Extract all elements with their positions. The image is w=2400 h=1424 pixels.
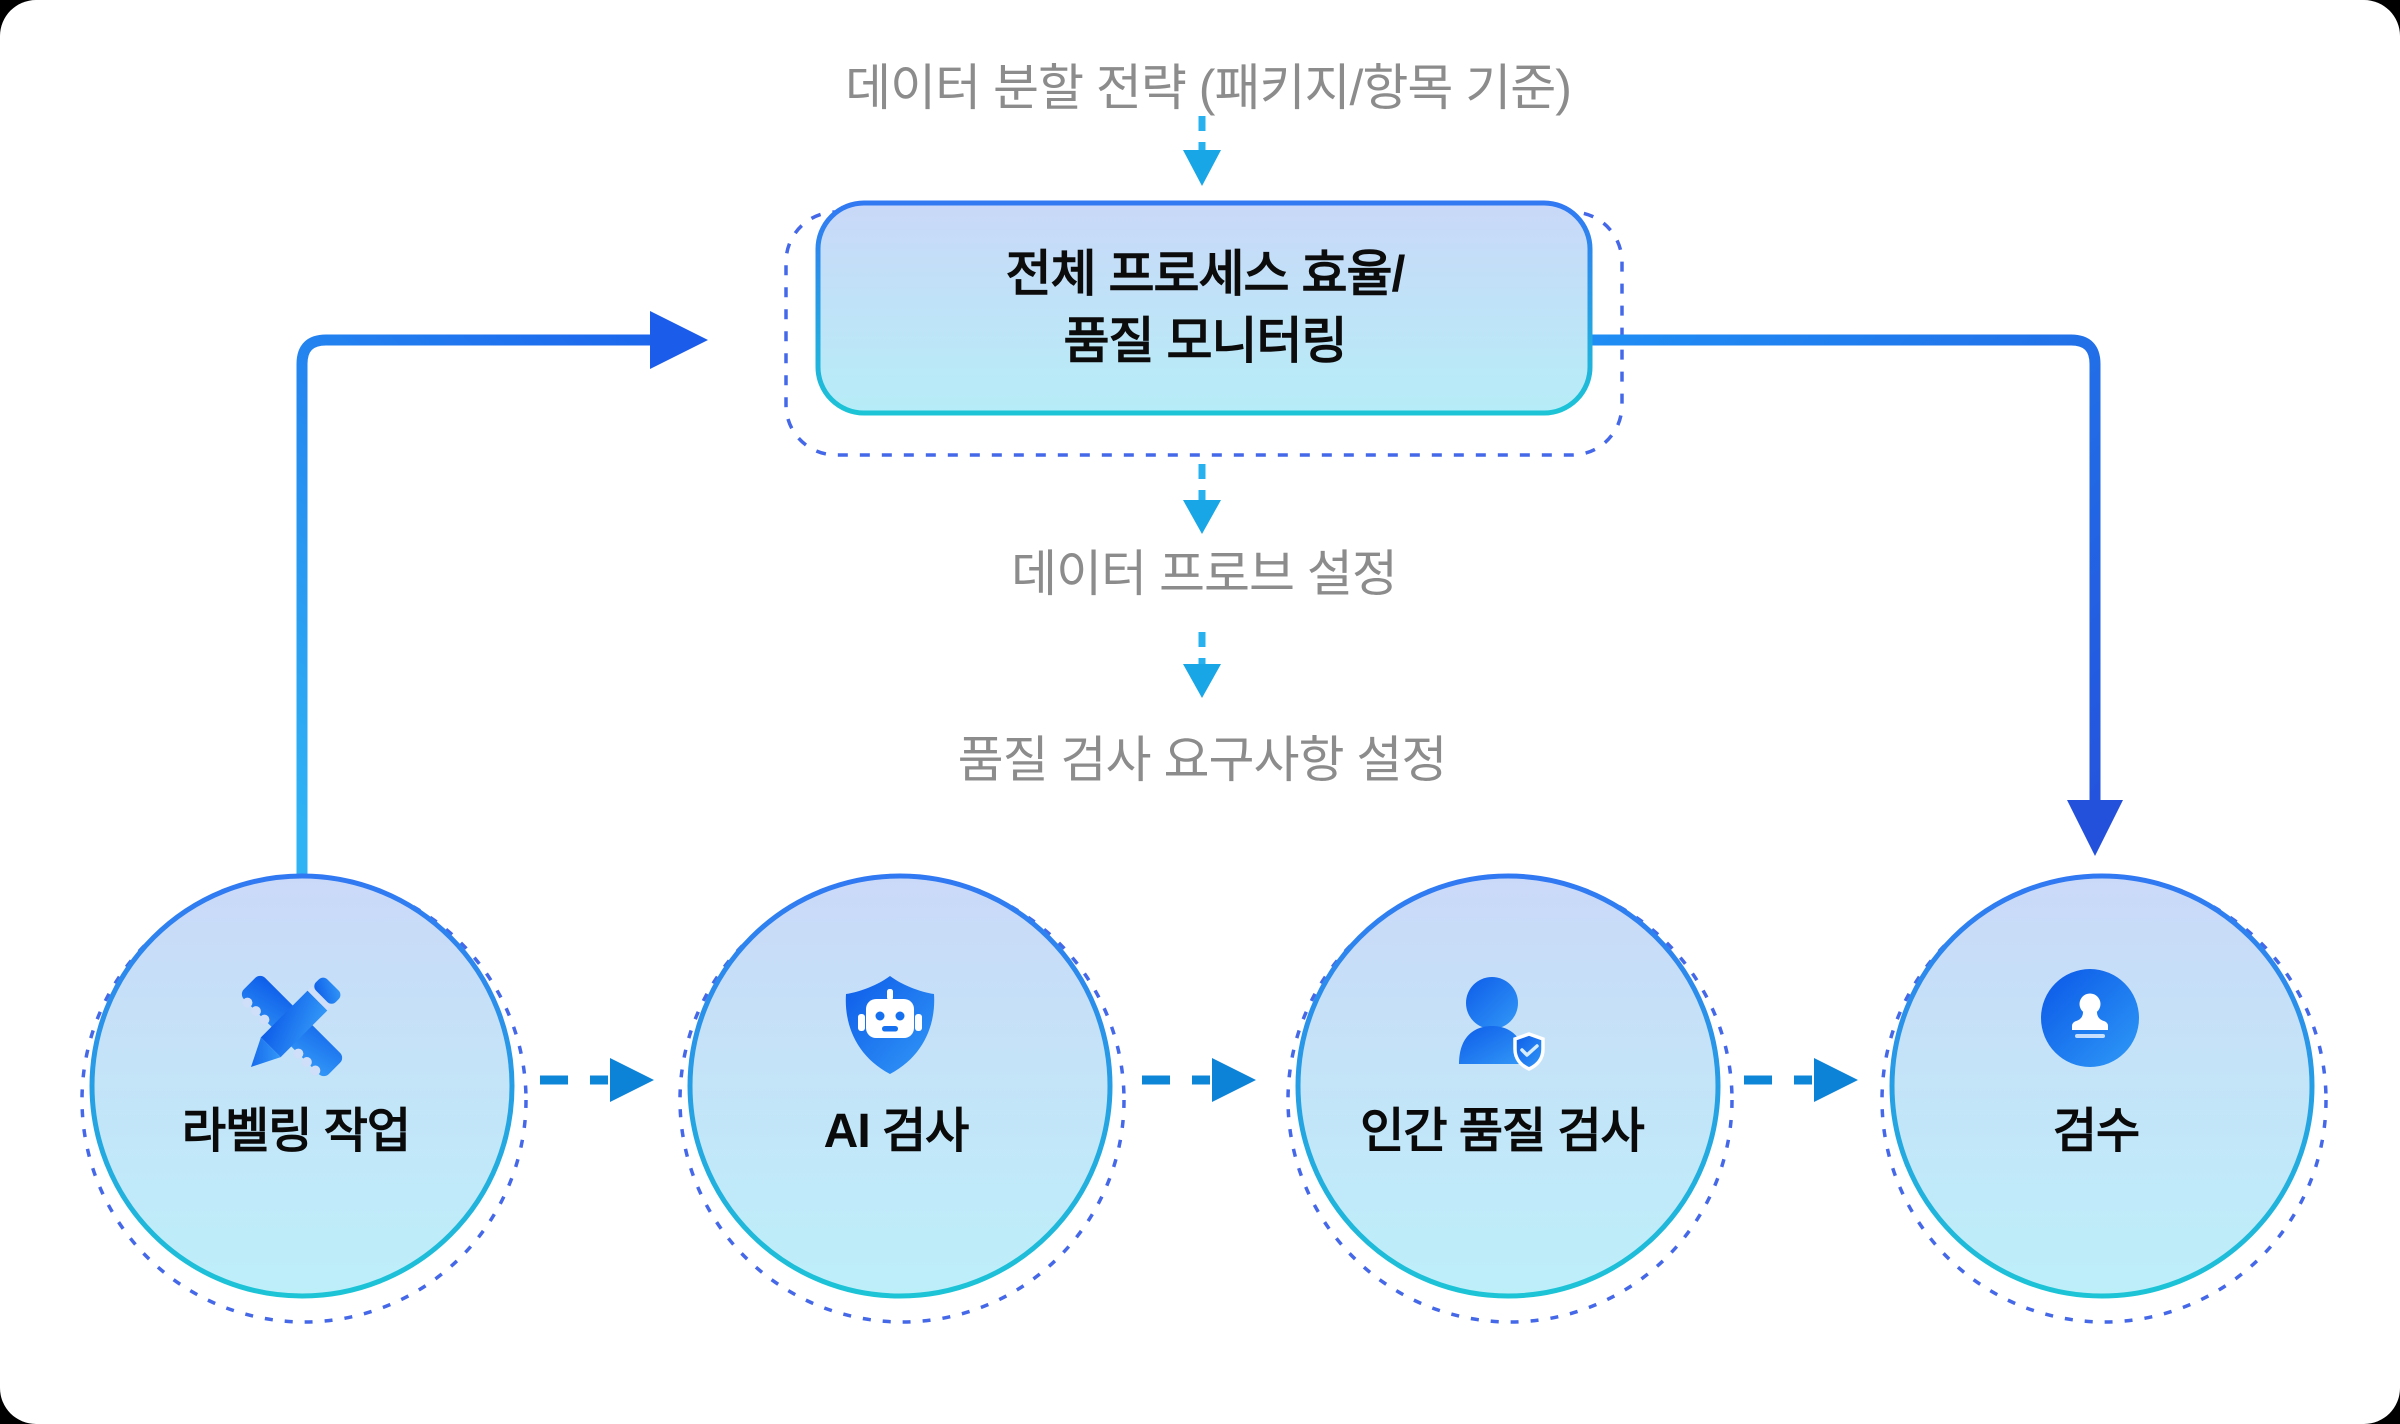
pencil-ruler-icon (241, 975, 343, 1077)
data-split-strategy-label: 데이터 분할 전략 (패키지/항목 기준) (845, 60, 1572, 116)
human-qc-to-review-arrow (1744, 1058, 1858, 1102)
stage-label-review: 검수 (2052, 1105, 2140, 1158)
labeling-to-ai-arrow (540, 1058, 654, 1102)
probe-to-qc-requirement-arrow (1183, 632, 1221, 698)
monitor-to-probe-arrow (1183, 464, 1221, 534)
monitor-box-dashed-outline (784, 210, 1624, 457)
stage-circle-ai-inspection (687, 873, 1113, 1299)
data-probe-label: 데이터 프로브 설정 (1011, 546, 1398, 602)
stage-circle-review (1889, 873, 2315, 1299)
stamp-approval-icon (2041, 969, 2139, 1067)
stage-label-human-qc: 인간 품질 검사 (1360, 1105, 1645, 1158)
ai-to-human-qc-arrow (1142, 1058, 1256, 1102)
monitor-box (815, 200, 1593, 416)
strategy-to-monitor-arrow (1183, 116, 1221, 186)
stage-flow-arrows (540, 1058, 1858, 1102)
shield-robot-icon (845, 976, 935, 1074)
stage-label-ai-inspection: AI 검사 (823, 1105, 970, 1158)
labeling-to-monitor-arrow (296, 311, 708, 884)
monitor-to-review-arrow (1592, 334, 2123, 856)
monitor-box-label-line1: 전체 프로세스 효율/ (1005, 246, 1406, 302)
monitor-box-label: 전체 프로세스 효율/ 품질 모니터링 (1005, 241, 1406, 375)
stage-circle-labeling (89, 873, 515, 1299)
stage-label-labeling: 라벨링 작업 (181, 1105, 411, 1158)
stage-circles (89, 873, 2315, 1299)
monitor-box-label-line2: 품질 모니터링 (1063, 313, 1348, 369)
stage-circle-human-qc (1295, 873, 1721, 1299)
qc-requirement-label: 품질 검사 요구사항 설정 (957, 732, 1448, 788)
person-shield-check-icon (1459, 977, 1545, 1071)
